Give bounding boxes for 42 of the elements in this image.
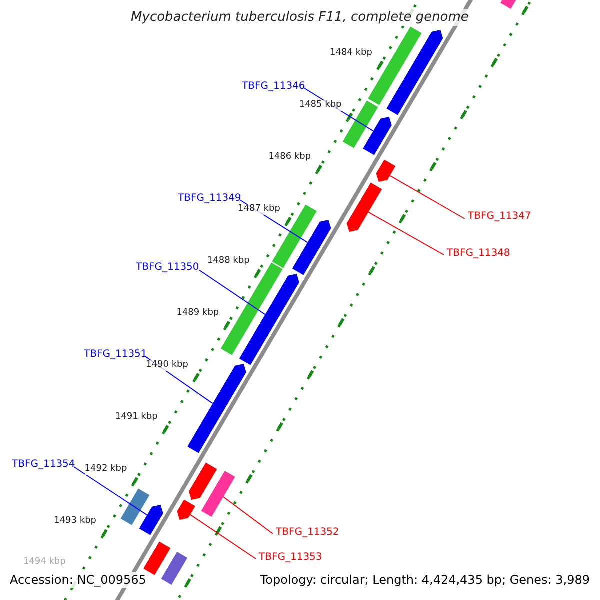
scale-label: 1491 kbp <box>115 412 158 424</box>
gene-label: TBFG_11347 <box>468 211 532 223</box>
gene-feature <box>386 30 444 116</box>
gene-label: TBFG_11352 <box>276 527 340 539</box>
gene-feature <box>363 117 392 156</box>
scale-label: 1486 kbp <box>268 152 312 164</box>
gene-label: TBFG_11346 <box>242 81 306 93</box>
scale-label: 1488 kbp <box>207 256 250 268</box>
gene-feature <box>292 220 332 276</box>
scale-label: 1493 kbp <box>54 516 97 528</box>
scale-label: 1485 kbp <box>299 100 342 112</box>
scale-label: 1489 kbp <box>176 308 220 320</box>
gene-feature <box>342 100 378 148</box>
gene-feature <box>201 470 236 518</box>
leader-line <box>190 514 256 560</box>
gene-feature <box>139 505 164 536</box>
leader-line <box>198 270 266 316</box>
leader-line <box>390 175 466 220</box>
gene-feature <box>239 274 300 366</box>
gene-label: TBFG_11348 <box>447 248 510 260</box>
leader-line <box>223 496 274 534</box>
scale-label: 1490 kbp <box>146 360 188 372</box>
gene-feature <box>376 160 396 182</box>
gene-feature <box>144 542 171 576</box>
gene-feature <box>189 462 218 500</box>
gene-feature <box>188 364 246 454</box>
leader-line <box>368 212 444 256</box>
gene-label: TBFG_11351 <box>84 349 148 361</box>
leader-line <box>74 466 148 516</box>
scale-label: 1487 kbp <box>238 204 280 216</box>
scale-label: 1492 kbp <box>84 464 128 476</box>
genome-info-text: Topology: circular; Length: 4,424,435 bp; Genes: 3,989 <box>258 572 592 588</box>
gene-feature <box>177 500 196 520</box>
gene-label: TBFG_11354 <box>12 459 76 471</box>
scale-label: 1484 kbp <box>330 48 372 60</box>
gene-feature <box>120 488 150 526</box>
gene-label: TBFG_11350 <box>136 262 200 274</box>
scale-label: 1494 kbp <box>23 556 66 568</box>
gene-feature <box>161 552 188 586</box>
gene-label: TBFG_11349 <box>178 193 242 205</box>
gene-feature <box>346 182 382 232</box>
gene-label: TBFG_11353 <box>259 552 322 564</box>
